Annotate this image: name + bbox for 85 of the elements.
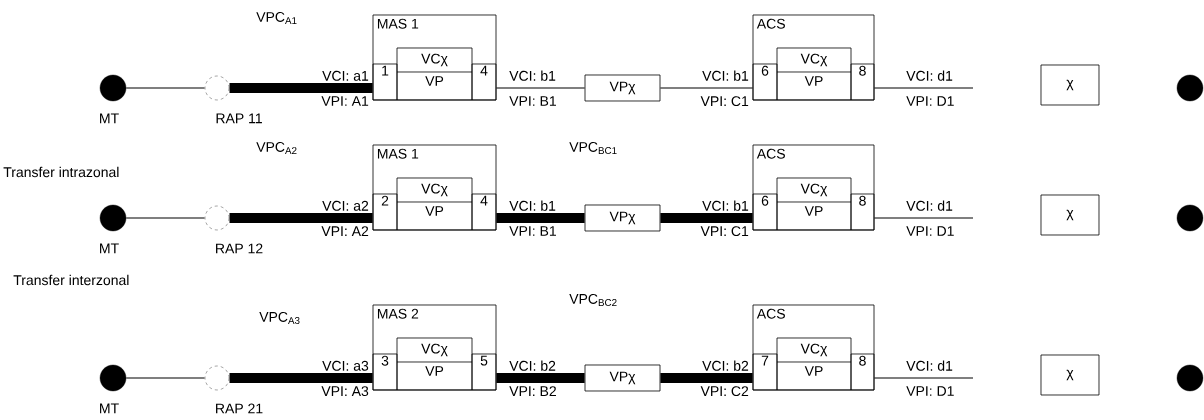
node-caption: RAP 11 xyxy=(216,113,262,124)
heading-text: Transfer interzonal xyxy=(13,274,129,286)
edge-label: VCI: a1 xyxy=(321,69,370,82)
edge-label: VCI: b1 xyxy=(701,69,750,82)
node-caption: RAP 21 xyxy=(216,403,263,414)
cross-connect-box: VCχ VP xyxy=(396,47,473,101)
cross-connect-box: VCχ VP xyxy=(396,177,473,231)
connector-line xyxy=(125,217,206,219)
cross-connect-box: VCχ VP xyxy=(396,337,473,391)
port-cell: 2 xyxy=(372,193,398,231)
node-caption: MT xyxy=(100,243,119,254)
connector-line xyxy=(660,373,753,383)
connector-line xyxy=(873,217,974,219)
terminal-dot xyxy=(99,74,127,102)
port-cell: 3 xyxy=(372,353,398,391)
path-label: VPI: C2 xyxy=(700,386,749,397)
path-label: VPI: D1 xyxy=(906,96,954,106)
switch-element-box: χ xyxy=(1040,64,1100,106)
connector-line xyxy=(659,87,754,89)
switch-element-box: χ xyxy=(1040,194,1100,236)
cross-connect-box: VCχ VP xyxy=(776,337,852,391)
connector-line xyxy=(229,373,373,383)
switch-element-box: VPχ xyxy=(584,74,661,102)
node-caption: MT xyxy=(100,403,119,414)
switch-element-box: χ xyxy=(1040,354,1100,396)
edge-label: VCI: b2 xyxy=(508,359,557,372)
access-point-circle xyxy=(204,205,230,231)
connector-line xyxy=(229,83,373,93)
port-cell: 6 xyxy=(752,63,778,101)
edge-label: VCI: b1 xyxy=(508,69,557,82)
port-cell: 1 xyxy=(372,63,398,101)
path-label: VPI: C1 xyxy=(700,96,749,107)
path-label: VPI: B2 xyxy=(509,386,556,396)
connector-line xyxy=(660,213,753,223)
cross-connect-box: VCχ VP xyxy=(776,47,852,101)
switch-element-box: VPχ xyxy=(584,204,661,232)
connector-line xyxy=(125,377,206,379)
path-label: VPI: A1 xyxy=(321,96,369,106)
access-point-circle xyxy=(204,75,230,101)
node-caption: MT xyxy=(100,113,119,124)
terminal-dot xyxy=(99,364,127,392)
node-caption: RAP 12 xyxy=(216,243,263,254)
edge-label: VCI: d1 xyxy=(905,199,954,212)
port-cell: 4 xyxy=(471,63,497,101)
port-cell: 8 xyxy=(850,193,875,231)
edge-label: VCI: a2 xyxy=(321,199,370,212)
connector-line xyxy=(229,213,373,223)
path-label: VPI: B1 xyxy=(509,226,556,236)
terminal-dot xyxy=(1176,74,1204,102)
port-cell: 5 xyxy=(471,353,497,391)
path-label: VPC$_{A3}$ xyxy=(259,311,300,324)
cross-connect-box: VCχ VP xyxy=(776,177,852,231)
connector-line xyxy=(125,87,206,89)
path-label: VPI: C1 xyxy=(700,226,749,237)
port-cell: 8 xyxy=(850,63,875,101)
path-label: VPC$_{A1}$ xyxy=(256,12,297,24)
path-label: VPI: A2 xyxy=(321,226,369,236)
port-cell: 7 xyxy=(752,353,778,391)
path-label: VPC$_{BC1}$ xyxy=(569,141,617,154)
connector-line xyxy=(496,213,585,223)
path-label: VPI: A3 xyxy=(321,386,369,397)
connector-line xyxy=(873,87,974,89)
port-cell: 4 xyxy=(471,193,497,231)
edge-label: VCI: a3 xyxy=(321,359,370,372)
path-label: VPC$_{A2}$ xyxy=(256,142,297,154)
path-label: VPI: D1 xyxy=(906,226,954,236)
connector-line xyxy=(495,87,586,89)
access-point-circle xyxy=(204,365,230,391)
terminal-dot xyxy=(1176,364,1204,392)
port-cell: 8 xyxy=(850,353,875,391)
connector-line xyxy=(873,377,974,379)
path-label: VPI: B1 xyxy=(509,96,556,106)
path-label: VPI: D1 xyxy=(906,386,954,396)
edge-label: VCI: d1 xyxy=(905,69,954,82)
terminal-dot xyxy=(1176,204,1204,232)
heading-text: Transfer intrazonal xyxy=(3,166,119,178)
edge-label: VCI: d1 xyxy=(905,359,954,372)
edge-label: VCI: b1 xyxy=(701,199,750,212)
path-label: VPC$_{BC2}$ xyxy=(569,293,617,306)
edge-label: VCI: b2 xyxy=(701,359,750,372)
terminal-dot xyxy=(99,204,127,232)
switch-element-box: VPχ xyxy=(584,364,661,392)
edge-label: VCI: b1 xyxy=(508,199,557,212)
connector-line xyxy=(496,373,585,383)
port-cell: 6 xyxy=(752,193,778,231)
